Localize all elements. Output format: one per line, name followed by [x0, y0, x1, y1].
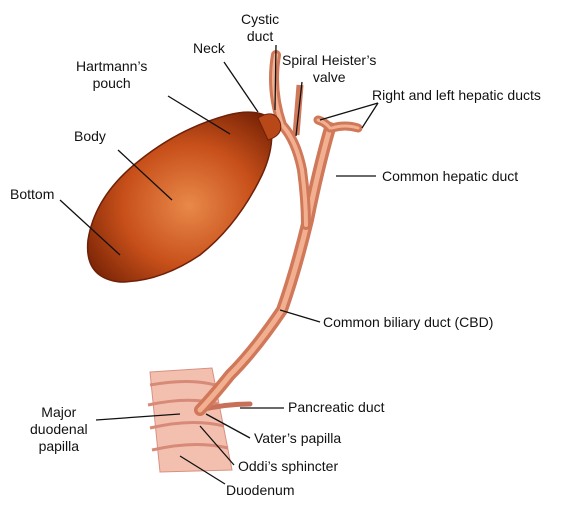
label-neck: Neck	[193, 40, 225, 57]
gallbladder-shape	[88, 112, 281, 282]
label-spiral-heister-valve-line2: valve	[282, 69, 376, 86]
label-vaters-papilla: Vater’s papilla	[254, 430, 341, 447]
label-cystic-duct-line1: Cystic	[241, 11, 279, 28]
hepatic-ducts-shape	[318, 120, 358, 128]
label-right-left-hepatic-ducts: Right and left hepatic ducts	[372, 87, 541, 104]
label-common-biliary-duct: Common biliary duct (CBD)	[323, 314, 493, 331]
label-spiral-heister-valve: Spiral Heister’s valve	[282, 52, 376, 86]
label-spiral-heister-valve-line1: Spiral Heister’s	[282, 52, 376, 69]
label-body: Body	[74, 128, 106, 145]
label-major-duodenal-papilla-line1: Major	[30, 404, 88, 421]
label-major-duodenal-papilla-line2: duodenal	[30, 421, 88, 438]
label-cystic-duct: Cystic duct	[241, 11, 279, 45]
label-oddis-sphincter: Oddi’s sphincter	[238, 458, 338, 475]
label-bottom: Bottom	[10, 186, 54, 203]
label-cystic-duct-line2: duct	[241, 28, 279, 45]
label-duodenum: Duodenum	[226, 482, 295, 499]
label-major-duodenal-papilla: Major duodenal papilla	[30, 404, 88, 455]
label-hartmanns-pouch-line1: Hartmann’s	[76, 58, 147, 75]
label-hartmanns-pouch: Hartmann’s pouch	[76, 58, 147, 92]
label-major-duodenal-papilla-line3: papilla	[30, 438, 88, 455]
label-pancreatic-duct: Pancreatic duct	[288, 399, 385, 416]
label-common-hepatic-duct: Common hepatic duct	[382, 168, 518, 185]
label-hartmanns-pouch-line2: pouch	[76, 75, 147, 92]
